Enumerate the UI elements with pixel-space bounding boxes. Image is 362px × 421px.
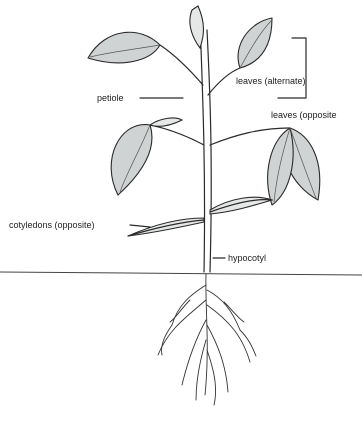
petiole-label: petiole (97, 93, 124, 103)
root-hair (170, 300, 190, 322)
leaves-opposite-label: leaves (opposite (271, 110, 337, 120)
stem-right-edge (207, 30, 211, 272)
apical-bud (190, 6, 204, 48)
leaf-mid-right-back (268, 128, 293, 205)
soil-line (0, 272, 362, 275)
leaves-alternate-label: leaves (alternate) (236, 76, 306, 86)
root-branch (207, 350, 216, 405)
stem-left-edge (200, 20, 205, 272)
petiole-mid-left (150, 125, 204, 145)
hypocotyl-label: hypocotyl (228, 253, 266, 263)
cotyledons-label: cotyledons (opposite) (9, 220, 95, 230)
root-branch (207, 290, 240, 330)
root-hair (162, 325, 172, 355)
petiole-top-left (160, 45, 203, 85)
cotyledons-pointer (130, 225, 150, 227)
leaf-top-left (88, 32, 160, 63)
alternate-bracket (278, 38, 306, 98)
leaf-mid-left-fold (150, 118, 182, 126)
root-branch (196, 340, 206, 400)
root-system (158, 274, 256, 405)
root-hair (224, 302, 244, 322)
root-branch (172, 285, 206, 325)
taproot (205, 274, 207, 395)
